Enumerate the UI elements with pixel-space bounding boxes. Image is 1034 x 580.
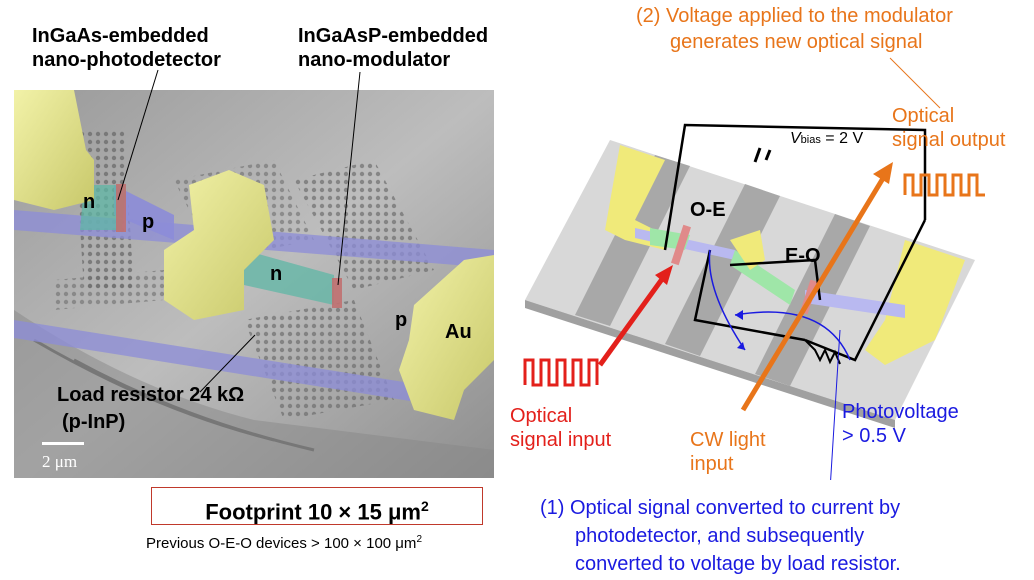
sem-micrograph — [14, 90, 494, 478]
device-schematic — [523, 123, 985, 480]
ingaasp-label: InGaAsP-embedded nano-modulator — [298, 25, 489, 71]
voltage-caption-line2: generates new optical signal — [670, 31, 923, 53]
oe-label: O-E — [690, 199, 726, 221]
converted-caption-line3: converted to voltage by load resistor. — [575, 553, 901, 575]
eo-label: E-O — [785, 245, 821, 267]
vbias-label: Vbias = 2 V — [790, 130, 864, 147]
footprint-box: Footprint 10 × 15 μm2 — [151, 487, 483, 525]
optical-input-label: Optical signal input — [510, 405, 612, 451]
cw-light-label: CW light input — [690, 429, 766, 475]
ingaasp-pointer — [337, 71, 361, 286]
scale-bar-label: 2 μm — [42, 452, 78, 471]
voltage-caption-line1: (2) Voltage applied to the modulator — [636, 5, 953, 27]
converted-caption-line1: (1) Optical signal converted to current … — [540, 497, 901, 519]
ingaas-pointer — [117, 69, 159, 201]
optical-output-label: Optical signal output — [892, 105, 1006, 151]
n-left-label: n — [83, 191, 96, 213]
resistor-pointer — [199, 334, 256, 393]
ingaas-label: InGaAs-embedded nano-photodetector — [32, 25, 221, 71]
photovoltage-label: Photovoltage > 0.5 V — [842, 401, 959, 447]
au-label: Au — [445, 321, 472, 343]
voltage-pointer — [889, 57, 941, 109]
converted-caption-line2: photodetector, and subsequently — [575, 525, 865, 547]
n-center-label: n — [270, 263, 283, 285]
load-resistor-line2: (p-InP) — [62, 411, 126, 433]
load-resistor-line1: Load resistor 24 kΩ — [57, 384, 245, 406]
previous-devices-note: Previous O-E-O devices > 100 × 100 μm2 — [146, 534, 422, 552]
p-right-label: p — [395, 309, 408, 331]
p-left-label: p — [142, 211, 155, 233]
